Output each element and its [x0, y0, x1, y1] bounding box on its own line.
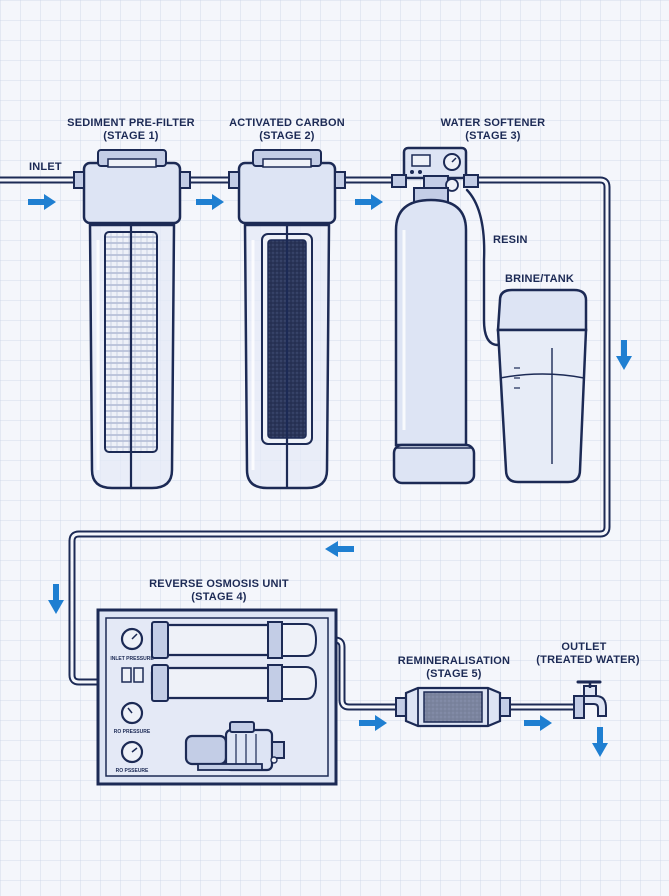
ro-pressure-label-1: RO PRESSURE — [114, 729, 151, 735]
flow-arrow-icon — [524, 715, 552, 731]
pressure-gauge-icon — [120, 740, 144, 764]
stage2-title: ACTIVATED CARBON — [229, 117, 345, 129]
brine-tank — [496, 288, 588, 484]
sediment-filter — [73, 149, 191, 490]
carbon-filter — [228, 149, 346, 490]
stage2-subtitle: (STAGE 2) — [259, 130, 315, 142]
pressure-gauge-icon — [120, 627, 144, 651]
flow-arrow-icon — [48, 584, 64, 614]
pressure-gauge-icon — [120, 701, 144, 725]
outlet-subtitle: (TREATED WATER) — [536, 654, 640, 666]
stage3-subtitle: (STAGE 3) — [465, 130, 521, 142]
faucet-icon — [573, 680, 607, 719]
water-softener — [391, 146, 479, 485]
flow-arrows — [28, 194, 632, 757]
ro-pressure-label-2: RO PSSEURE — [116, 768, 149, 774]
flow-arrow-icon — [359, 715, 387, 731]
outlet-title: OUTLET — [561, 641, 606, 653]
stage5-subtitle: (STAGE 5) — [426, 668, 482, 680]
stage1-subtitle: (STAGE 1) — [103, 130, 159, 142]
remineralisation-filter — [395, 686, 511, 728]
flow-arrow-icon — [28, 194, 56, 210]
flow-arrow-icon — [616, 340, 632, 370]
flow-arrow-icon — [325, 541, 354, 557]
flow-arrow-icon — [355, 194, 383, 210]
stage3-title: WATER SOFTENER — [441, 117, 546, 129]
stage5-title: REMINERALISATION — [398, 655, 510, 667]
resin-label: RESIN — [493, 234, 528, 246]
stage1-title: SEDIMENT PRE-FILTER — [67, 117, 195, 129]
stage4-subtitle: (STAGE 4) — [191, 591, 247, 603]
flow-arrow-icon — [592, 727, 608, 757]
pump-icon — [184, 721, 285, 772]
brine-tank-label: BRINE/TANK — [505, 273, 574, 285]
inlet-pressure-label: INLET PRESSURE — [110, 656, 154, 662]
inlet-label: INLET — [29, 161, 62, 173]
ro-unit: INLET PRESSURE RO PRESSURE RO PSSEURE — [96, 608, 338, 786]
flow-arrow-icon — [196, 194, 224, 210]
brine-tube — [465, 188, 500, 347]
stage4-title: REVERSE OSMOSIS UNIT — [149, 578, 289, 590]
